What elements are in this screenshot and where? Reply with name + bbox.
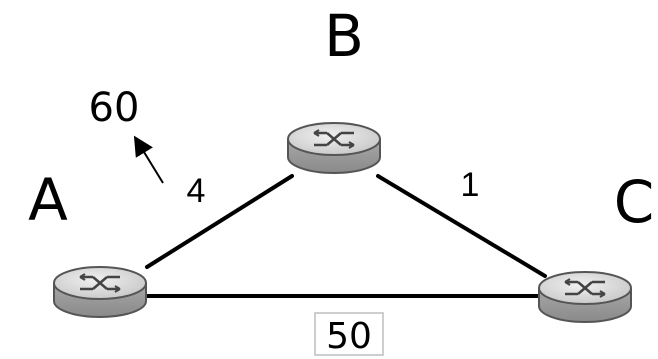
new-cost-arrow-icon [133, 135, 164, 184]
link-cost-a-b: 4 [187, 172, 206, 210]
link-b-c [376, 174, 547, 278]
node-label-b: B [324, 2, 364, 70]
node-label-a: A [28, 166, 68, 234]
link-cost-a-c: 50 [326, 316, 372, 357]
node-label-c: C [614, 168, 655, 236]
link-new-cost-a-b: 60 [89, 85, 140, 131]
router-b-icon [287, 122, 381, 174]
router-a-icon [53, 266, 147, 318]
router-c-icon [538, 271, 632, 323]
link-cost-a-c-box [314, 312, 384, 356]
link-a-b [145, 174, 294, 269]
link-cost-b-c: 1 [461, 166, 480, 204]
